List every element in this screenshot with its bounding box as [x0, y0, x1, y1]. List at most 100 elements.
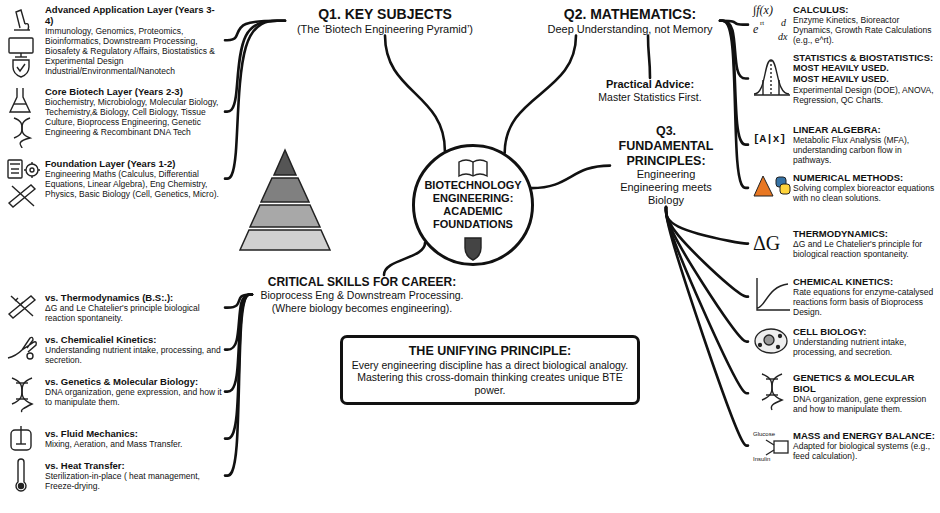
gear-icon [24, 162, 40, 178]
hand-icon [8, 337, 36, 359]
thermometer-icon [19, 484, 24, 489]
heading-text: BIOTECHNOLOGY ENGINEERING: ACADEMIC FOUN… [421, 179, 525, 231]
skill-item: vs. Genetics & Molecular Biology:DNA org… [3, 374, 225, 409]
ruler-pencil-icon [12, 186, 34, 206]
body-text: Mixing, Aeration, and Mass Transfer. [45, 439, 223, 449]
branch-line [505, 35, 576, 152]
math-symbol: rt [760, 19, 764, 27]
body-text: DNA organization, gene expression and ho… [793, 394, 936, 414]
book-icon [459, 160, 487, 176]
body-text: Enzyme Kinetics, Bioreactor Dynamics, Gr… [793, 15, 936, 45]
calculator-icon [11, 168, 19, 169]
heading-text: CHEMICAL KINETICS: [793, 276, 936, 287]
body-text: Biochemistry, Microbiology, Molecular Bi… [45, 97, 223, 137]
heading-text: Advanced Application Layer (Years 3-4) [45, 4, 223, 26]
heading-text: vs. Chemicaliel Kinetics: [45, 334, 223, 345]
dna-icon [16, 382, 28, 383]
software-icons [754, 176, 773, 196]
subject-layer: Advanced Application Layer (Years 3-4)Im… [3, 2, 225, 78]
bell-curve-icon [762, 80, 763, 95]
math-symbol: ∫f(x) [753, 3, 773, 18]
branch-line [532, 166, 610, 189]
subject-layer: Core Biotech Layer (Years 2-3)Biochemist… [3, 84, 225, 139]
dna-icon [14, 118, 30, 148]
ruler-pencil-icon [9, 296, 35, 318]
pyramid-icon [250, 205, 320, 227]
kinetics-graph-icon [757, 278, 790, 310]
bell-curve-icon [770, 60, 771, 95]
heading-text: LINEAR ALGEBRA: [793, 124, 936, 135]
shield-icon [465, 238, 481, 260]
pyramid-icon [261, 178, 309, 202]
bell-curve-icon [754, 94, 790, 95]
ruler-pencil-icon [15, 298, 23, 305]
body-text: Adapted for biological systems (e.g., fe… [793, 441, 936, 461]
branch-heading: Q3. FUNDAMENTAL PRINCIPLES:Engineering E… [610, 124, 722, 207]
heading-text: vs. Genetics & Molecular Biology: [45, 376, 223, 387]
ruler-pencil-icon [9, 185, 35, 207]
bell-curve-icon [778, 80, 779, 95]
branch-line [666, 207, 748, 445]
thermometer-icon [16, 459, 26, 491]
branch-heading: Q1. KEY SUBJECTS(The ‘Biotech Engineerin… [285, 6, 485, 35]
heading-text: NUMERICAL METHODS: [793, 172, 936, 183]
principle-item: CHEMICAL KINETICS:Rate equations for enz… [748, 274, 938, 319]
body-text: DNA organization, gene expression, and h… [45, 387, 223, 407]
cell-icon [777, 346, 780, 349]
body-text: Immunology, Genomics, Proteomics, Bioinf… [45, 26, 223, 76]
branch-heading: Q2. MATHEMATICS:Deep Understanding, not … [540, 6, 720, 35]
body-text: Understanding nutrient intake, processin… [793, 337, 936, 357]
software-icons [780, 184, 790, 194]
cell-icon [759, 344, 762, 347]
body-text: Experimental Design (DOE), ANOVA, Regres… [793, 85, 936, 105]
delta-g-symbol: ΔG [753, 232, 780, 255]
kinetics-graph-icon [757, 278, 790, 310]
central-hub: BIOTECHNOLOGY ENGINEERING: ACADEMIC FOUN… [411, 143, 535, 267]
body-text: Deep Understanding, not Memory [540, 23, 720, 36]
cell-icon [764, 335, 774, 345]
gear-icon [30, 168, 34, 172]
microscope-icon [14, 10, 30, 30]
body-text: Every engineering discipline has a direc… [351, 359, 629, 396]
body-text: MOST HEAVILY USED. [793, 74, 936, 85]
body-text: ΔG and Le Chatelier's principle for biol… [793, 239, 936, 259]
branch-line [666, 207, 748, 393]
pyramid-icon [240, 150, 330, 250]
body-text: ΔG and Le Chatelier's principle biologic… [45, 303, 223, 323]
calculator-icon [8, 160, 22, 178]
heading-text: Foundation Layer (Years 1-2) [45, 158, 223, 169]
monitor-icon [9, 38, 33, 53]
flask-icon [14, 103, 26, 104]
tank-icon [11, 426, 31, 450]
dna-icon [12, 378, 32, 412]
kinetics-graph-icon [757, 284, 788, 308]
cell-icon [755, 329, 787, 353]
calculator-icon [10, 163, 20, 164]
bell-curve-icon [754, 60, 790, 95]
principle-box: THE UNIFYING PRINCIPLE:Every engineering… [340, 335, 640, 405]
cell-icon [755, 329, 787, 353]
skill-item: vs. Thermodynamics (B.S:.):ΔG and Le Cha… [3, 290, 225, 325]
math-symbol: e [753, 22, 758, 37]
dna-icon [14, 118, 30, 148]
branch-line [225, 21, 285, 179]
heading-text: THE UNIFYING PRINCIPLE: [351, 344, 629, 359]
dna-icon [16, 398, 28, 399]
heading-text: CALCULUS: [793, 4, 936, 15]
shield-check-icon [13, 60, 29, 77]
thermometer-icon [16, 459, 26, 491]
body-text: (Where biology becomes engineering). [252, 302, 472, 314]
math-symbol: d [781, 17, 786, 28]
dna-icon [766, 394, 778, 395]
math-topic: NUMERICAL METHODS:Solving complex biorea… [748, 170, 938, 205]
body-text: Understanding nutrient intake, processin… [45, 345, 223, 365]
body-text: Master Statistics First. [585, 91, 715, 103]
input-tag: Glucose [753, 431, 775, 437]
branch-line [666, 207, 748, 243]
body-text: Metabolic Flux Analysis (MFA), understan… [793, 135, 936, 165]
skill-item: vs. Fluid Mechanics:Mixing, Aeration, an… [3, 426, 225, 451]
body-text: (The ‘Biotech Engineering Pyramid’) [285, 23, 485, 36]
